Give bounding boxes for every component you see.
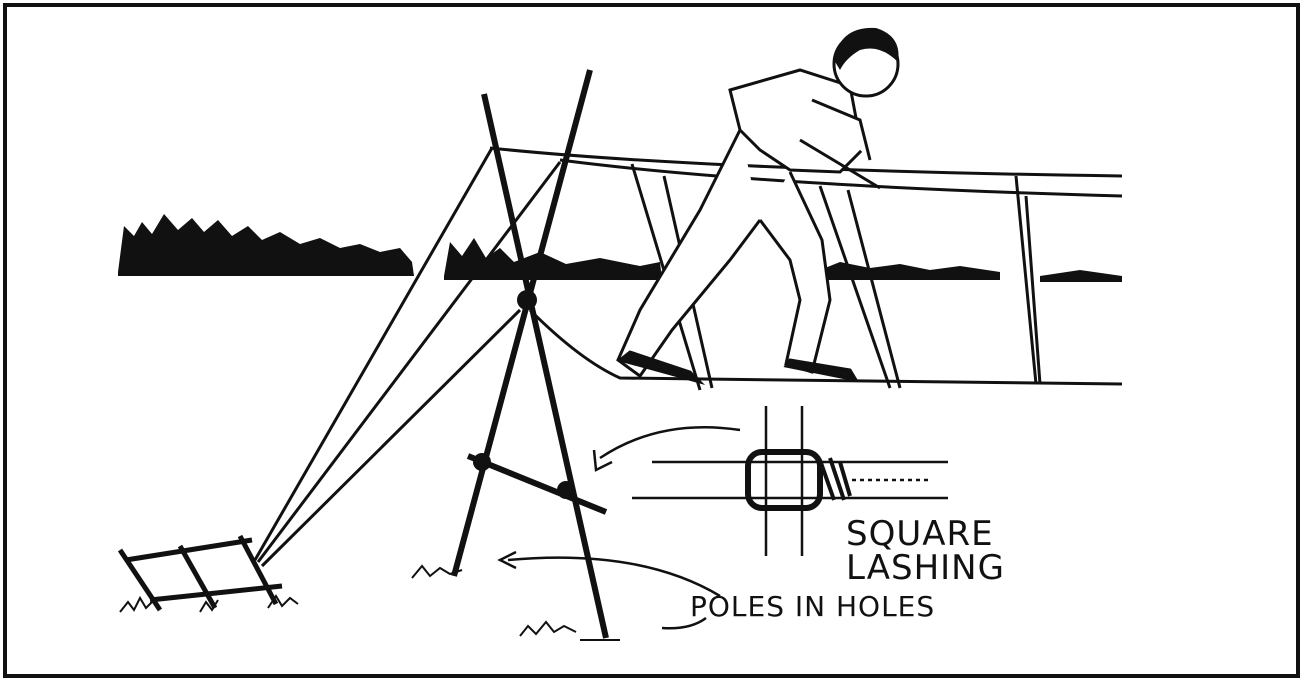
- square-lashing-inset: [632, 406, 948, 556]
- anchor-stake-frame: [117, 534, 283, 612]
- poles-in-holes-label: POLES IN HOLES: [690, 590, 936, 623]
- lashing-label: LASHING: [846, 548, 1005, 588]
- square-label: SQUARE: [846, 514, 994, 554]
- a-frame-lashings: [473, 290, 575, 499]
- scout-figure: [616, 68, 881, 385]
- scout-hair: [834, 27, 899, 70]
- background-grass: [118, 214, 1122, 282]
- pointer-arrows: [497, 425, 741, 630]
- guy-ropes: [253, 147, 562, 568]
